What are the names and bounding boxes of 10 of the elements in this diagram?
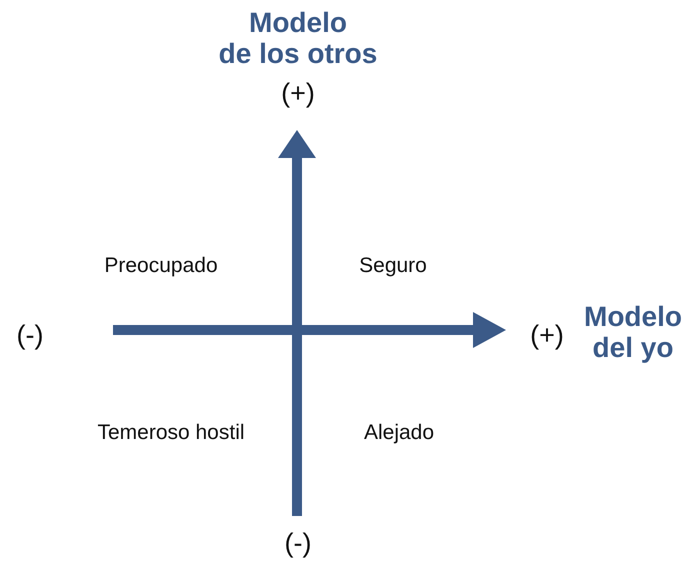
quadrant-label: Seguro — [359, 254, 427, 278]
axis-sign: (+) — [530, 320, 564, 352]
axis-sign: (-) — [16, 320, 44, 352]
axis-sign: (+) — [281, 78, 315, 110]
axis-title: Modelo del yo — [584, 302, 682, 364]
quadrant-label: Preocupado — [104, 254, 218, 278]
quadrant-label: Temeroso hostil — [97, 421, 245, 446]
quadrant-label: Alejado — [364, 421, 434, 446]
axis-title: Modelo de los otros — [218, 8, 378, 70]
axis-sign: (-) — [284, 528, 312, 560]
